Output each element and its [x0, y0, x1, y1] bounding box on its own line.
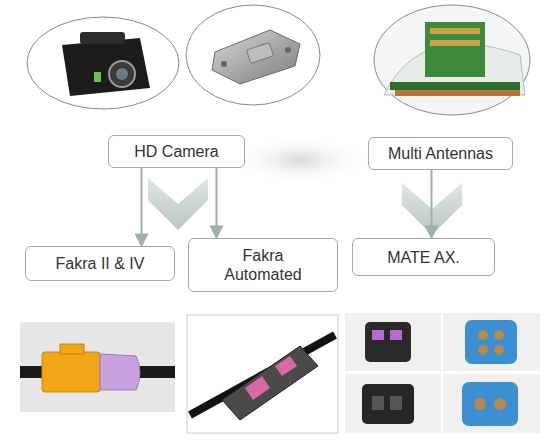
- box-label: Multi Antennas: [388, 144, 493, 163]
- mate-ax-photo: [345, 313, 540, 433]
- shadow-blob: [230, 135, 370, 185]
- fakra-automated-photo: [187, 315, 338, 433]
- camera-photo: [27, 17, 179, 109]
- box-label: Fakra Automated: [218, 246, 308, 284]
- module-photo: [186, 5, 320, 105]
- flow-connector: [141, 168, 143, 246]
- flow-connector: [431, 170, 433, 238]
- box-label: MATE AX.: [387, 248, 460, 267]
- label-box: Fakra Automated: [188, 238, 338, 292]
- label-box: MATE AX.: [352, 238, 495, 276]
- chevron-arrow: [402, 183, 462, 235]
- label-box: HD Camera: [108, 135, 245, 168]
- flow-connector: [216, 168, 218, 238]
- fakra-connector-photo: [20, 322, 175, 412]
- box-label: Fakra II & IV: [56, 254, 145, 273]
- chevron-arrow: [148, 178, 208, 230]
- box-label: HD Camera: [134, 142, 218, 161]
- antenna-photo: [374, 5, 530, 115]
- label-box: Multi Antennas: [368, 137, 513, 170]
- label-box: Fakra II & IV: [25, 246, 175, 281]
